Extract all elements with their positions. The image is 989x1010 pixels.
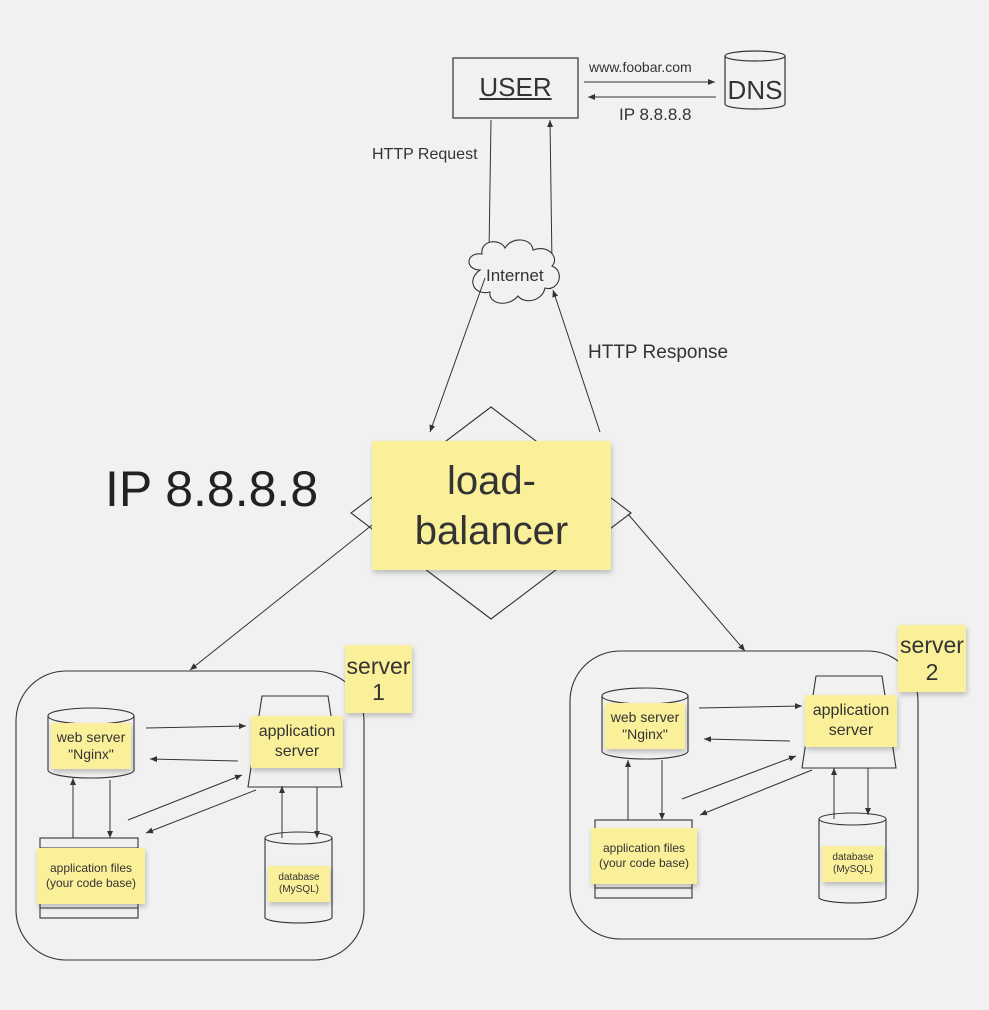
server1-app-server-note: application server — [251, 716, 343, 768]
server1-tag: server 1 — [345, 645, 412, 713]
lb-to-server2-arrow — [627, 513, 746, 652]
server2-database-cylinder — [818, 812, 887, 904]
http-response-label: HTTP Response — [588, 342, 729, 363]
server1-app-files-line1: application files — [49, 861, 133, 875]
load-balancer-label-line2: balancer — [414, 508, 569, 553]
server2-app-server-note: application server — [805, 695, 897, 747]
server1-web-server-line2: "Nginx" — [68, 746, 114, 762]
dns-query-label: www.foobar.com — [589, 59, 692, 75]
internet-to-lb-arrow — [429, 277, 486, 433]
http-request-arrow — [486, 119, 493, 253]
http-request-label: HTTP Request — [372, 146, 478, 163]
server1-arrows — [70, 723, 320, 838]
user-label: USER — [479, 72, 552, 102]
server1-app-files-line2: (your code base) — [45, 876, 137, 890]
server1-app-server-line1: application — [258, 723, 336, 740]
server1-frame — [15, 670, 365, 961]
server1-database-cylinder — [264, 831, 333, 924]
server2-tag-line1: server — [900, 632, 964, 659]
server2-database-line1: database — [832, 851, 874, 863]
lb-ip-label: IP 8.8.8.8 — [105, 461, 319, 517]
server2-frame — [569, 650, 919, 940]
dns-cylinder — [724, 50, 786, 110]
server2-web-server-line2: "Nginx" — [622, 726, 668, 742]
server1-tag-line1: server — [346, 652, 411, 679]
server1-web-server-note: web server "Nginx" — [51, 723, 131, 769]
internet-label: Internet — [486, 266, 544, 285]
internet-cloud — [468, 239, 560, 304]
server1-tag-line2: 1 — [372, 679, 385, 705]
server2-database-note: database (MySQL) — [822, 846, 884, 882]
dns-reply-label: IP 8.8.8.8 — [619, 105, 692, 124]
server2-app-files-note: application files (your code base) — [591, 828, 697, 884]
server2-arrows — [625, 703, 871, 820]
load-balancer-label-line1: load- — [447, 458, 536, 503]
server1-app-files-note: application files (your code base) — [37, 848, 145, 904]
http-response-up-arrow — [547, 119, 554, 265]
server2-app-server-line2: server — [828, 722, 874, 739]
dns-label: DNS — [727, 75, 783, 105]
lb-to-internet-arrow — [552, 289, 601, 433]
server2-app-files-line2: (your code base) — [598, 856, 690, 870]
server1-database-line1: database — [278, 871, 320, 883]
lb-to-server1-arrow — [189, 524, 373, 671]
server2-database-line2: (MySQL) — [833, 864, 873, 875]
server1-app-server-line2: server — [274, 743, 320, 760]
server2-web-server-line1: web server — [610, 708, 680, 725]
server1-database-line2: (MySQL) — [279, 884, 319, 895]
server1-database-note: database (MySQL) — [268, 866, 330, 902]
server2-app-files-line1: application files — [602, 841, 686, 855]
server2-tag-line2: 2 — [925, 658, 939, 685]
server2-web-server-note: web server "Nginx" — [605, 703, 685, 749]
server1-web-server-line1: web server — [56, 728, 126, 745]
load-balancer-sticky: load- balancer — [372, 441, 611, 570]
user-box — [452, 57, 579, 119]
server2-app-server-line1: application — [812, 702, 890, 719]
server2-tag: server 2 — [898, 625, 966, 692]
